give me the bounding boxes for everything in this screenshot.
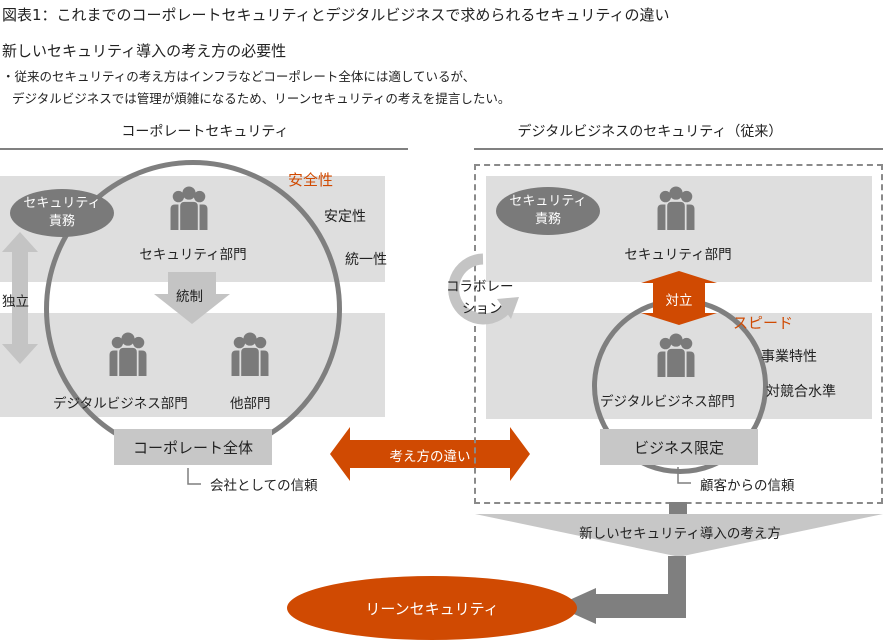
right-responsibility-line1: セキュリティ [509,194,587,209]
collaboration-cycle-icon [448,253,519,325]
conflict-label: 対立 [665,293,693,309]
bullet-line-2: デジタルビジネスでは管理が煩雑になるため、リーンセキュリティの考えを提言したい。 [12,91,511,106]
difference-double-arrow-icon [330,427,530,481]
left-panel-divider [0,148,408,150]
right-digital-dept-label: デジタルビジネス部門 [600,394,735,410]
people-icon [170,186,208,230]
left-security-dept-label: セキュリティ部門 [139,247,247,263]
difference-label: 考え方の違い [389,449,471,465]
lean-security-ellipse: リーンセキュリティ [287,576,577,640]
responsibility-line1: セキュリティ [23,196,101,211]
right-responsibility-ellipse: セキュリティ 責務 [496,187,600,235]
right-panel-divider [474,148,883,150]
responsibility-line2: 責務 [48,214,75,229]
funnel-arrow-icon [475,502,883,556]
right-attribute-2: 対競合水準 [766,384,836,400]
people-icon [109,332,147,376]
customer-trust-label: 顧客からの信頼 [700,478,795,494]
left-attribute-2: 統一性 [345,252,387,268]
corporate-scope-label: コーポレート全体 [132,438,253,457]
control-label: 統制 [176,289,203,305]
corporate-scope-box: コーポレート全体 [114,429,272,465]
people-icon [657,333,695,377]
funnel-label: 新しいセキュリティ導入の考え方 [579,526,781,542]
bullet-line-1: ・従来のセキュリティの考え方はインフラなどコーポレート全体には適しているが、 [2,69,476,84]
control-down-arrow-icon [154,272,230,324]
right-highlight-attribute: スピード [733,314,794,332]
people-icon [231,332,269,376]
independence-double-arrow-icon [2,232,38,364]
connector-bracket-icon [677,467,691,484]
left-highlight-attribute: 安全性 [288,171,334,189]
collaboration-line2: ション [462,301,503,317]
other-dept-label: 他部門 [230,396,271,412]
lean-security-label: リーンセキュリティ [365,599,499,618]
right-responsibility-line2: 責務 [534,212,561,227]
business-scope-label: ビジネス限定 [633,438,724,457]
left-panel-title: コーポレートセキュリティ [121,124,289,140]
security-responsibility-ellipse: セキュリティ 責務 [10,189,114,237]
connector-bracket-icon [187,468,201,485]
figure-title: 図表1：これまでのコーポレートセキュリティとデジタルビジネスで求められるセキュリ… [2,6,670,24]
elbow-arrow-icon [556,556,686,624]
independence-label: 独立 [2,294,29,310]
corporate-trust-label: 会社としての信頼 [210,478,318,494]
left-digital-dept-label: デジタルビジネス部門 [53,396,188,412]
right-panel-title: デジタルビジネスのセキュリティ（従来） [517,124,783,140]
business-scope-box: ビジネス限定 [600,429,758,465]
collaboration-line1: コラボレー [446,279,514,295]
right-security-dept-label: セキュリティ部門 [624,247,732,263]
people-icon [657,186,695,230]
subheading: 新しいセキュリティ導入の考え方の必要性 [2,42,287,60]
right-attribute-1: 事業特性 [761,349,817,365]
conflict-double-arrow-icon [641,271,717,325]
left-attribute-1: 安定性 [324,209,366,225]
